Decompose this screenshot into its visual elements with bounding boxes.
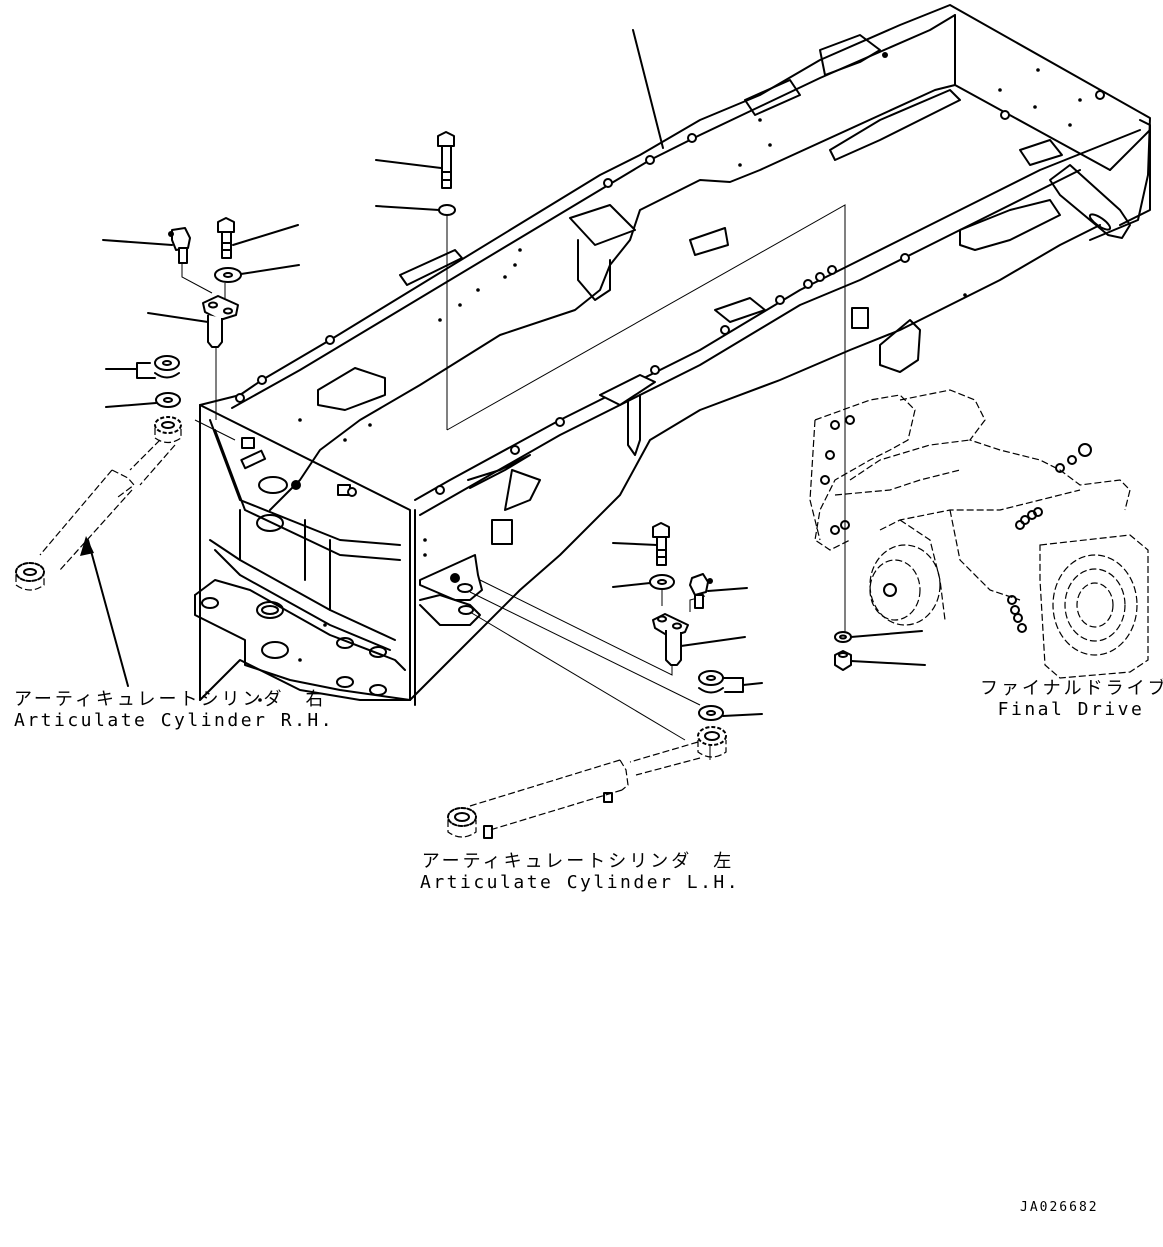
spacer-icon xyxy=(136,355,180,379)
fasteners-upper-left xyxy=(136,131,456,408)
washer-icon xyxy=(214,267,242,283)
leader-line xyxy=(612,582,651,588)
leader-line xyxy=(632,29,664,149)
leader-line xyxy=(612,542,658,546)
cylinder-rh-label-en: Articulate Cylinder R.H. xyxy=(14,710,335,731)
fasteners-right xyxy=(834,631,852,671)
pin-icon xyxy=(652,613,689,666)
leader-line xyxy=(680,636,746,647)
drawing-number: JA026682 xyxy=(1020,1200,1099,1215)
leader-line xyxy=(105,402,157,408)
bolt-icon xyxy=(437,131,455,189)
bolt-icon xyxy=(217,217,235,259)
leader-line xyxy=(850,630,923,638)
articulate-cylinder-rh xyxy=(15,416,182,687)
bolt-icon xyxy=(652,522,670,566)
washer-icon xyxy=(649,574,675,590)
cylinder-lh-label: アーティキュレートシリンダ 左 Articulate Cylinder L.H. xyxy=(420,851,741,893)
spacer-icon xyxy=(698,670,744,694)
grease-fitting-icon xyxy=(168,227,191,264)
cylinder-rh-label-jp: アーティキュレートシリンダ 右 xyxy=(14,689,327,710)
leader-line xyxy=(240,264,300,275)
leader-line xyxy=(707,587,748,592)
shim-icon xyxy=(698,705,724,721)
final-drive xyxy=(809,389,1149,679)
articulate-cylinder-lh xyxy=(447,726,727,839)
leader-line xyxy=(375,205,440,211)
leader-lines xyxy=(102,29,926,717)
final-drive-label-en: Final Drive xyxy=(997,699,1145,720)
lock-washer-icon xyxy=(834,631,852,643)
final-drive-label-jp: ファイナルドライブ xyxy=(980,678,1163,699)
leader-line xyxy=(850,660,926,666)
leader-line xyxy=(375,159,442,169)
fasteners-lower-middle xyxy=(649,522,744,721)
leader-line xyxy=(232,224,299,246)
pin-icon xyxy=(202,295,239,348)
cylinder-rh-label: アーティキュレートシリンダ 右 Articulate Cylinder R.H. xyxy=(14,689,335,731)
grease-fitting-icon xyxy=(689,573,713,609)
cylinder-lh-label-jp: アーティキュレートシリンダ 左 xyxy=(421,851,735,872)
rear-frame xyxy=(194,4,1151,706)
cylinder-lh-label-en: Articulate Cylinder L.H. xyxy=(420,872,741,893)
shim-icon xyxy=(155,392,181,408)
leader-line xyxy=(147,312,209,323)
leader-line xyxy=(722,713,763,717)
leader-line xyxy=(102,239,173,246)
washer-icon xyxy=(438,204,456,216)
leader-line xyxy=(742,682,763,686)
final-drive-label: ファイナルドライブ Final Drive xyxy=(980,678,1163,720)
